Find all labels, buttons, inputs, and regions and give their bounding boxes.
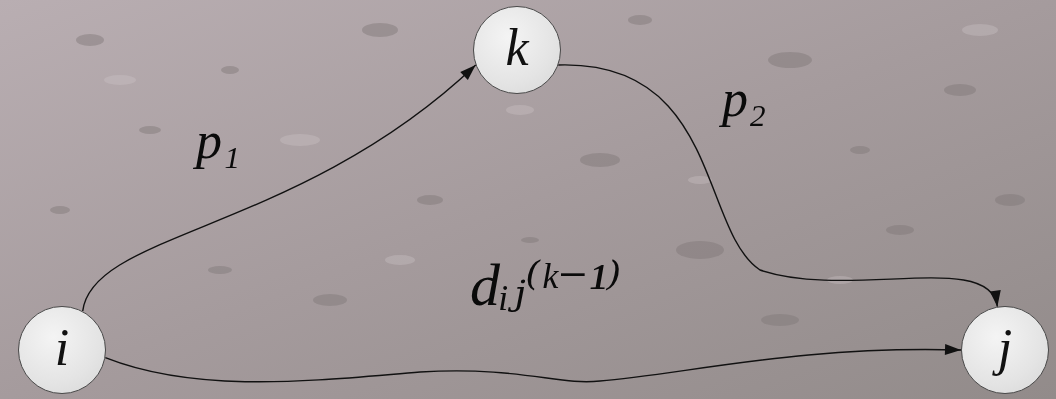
state-circle: i bbox=[18, 306, 106, 394]
arrowhead bbox=[945, 344, 961, 355]
path-connector bbox=[558, 65, 1000, 307]
node-letter: k bbox=[505, 22, 528, 78]
node-letter: j bbox=[998, 322, 1012, 378]
connector-line bbox=[558, 65, 997, 307]
connector-line bbox=[83, 65, 476, 311]
edge-label: p₁ bbox=[196, 112, 240, 169]
arrowhead bbox=[990, 290, 1001, 307]
edge-label: p₂ bbox=[722, 70, 766, 127]
state-circle: k bbox=[473, 6, 561, 94]
state-circle: j bbox=[961, 306, 1049, 394]
connector-line bbox=[105, 349, 961, 381]
path-connector bbox=[83, 65, 476, 311]
edge-label: dᵢⱼ⁽ᵏ⁻¹⁾ bbox=[470, 252, 621, 318]
arrowhead bbox=[460, 65, 475, 80]
path-connector bbox=[105, 344, 961, 382]
node-letter: i bbox=[55, 322, 69, 378]
